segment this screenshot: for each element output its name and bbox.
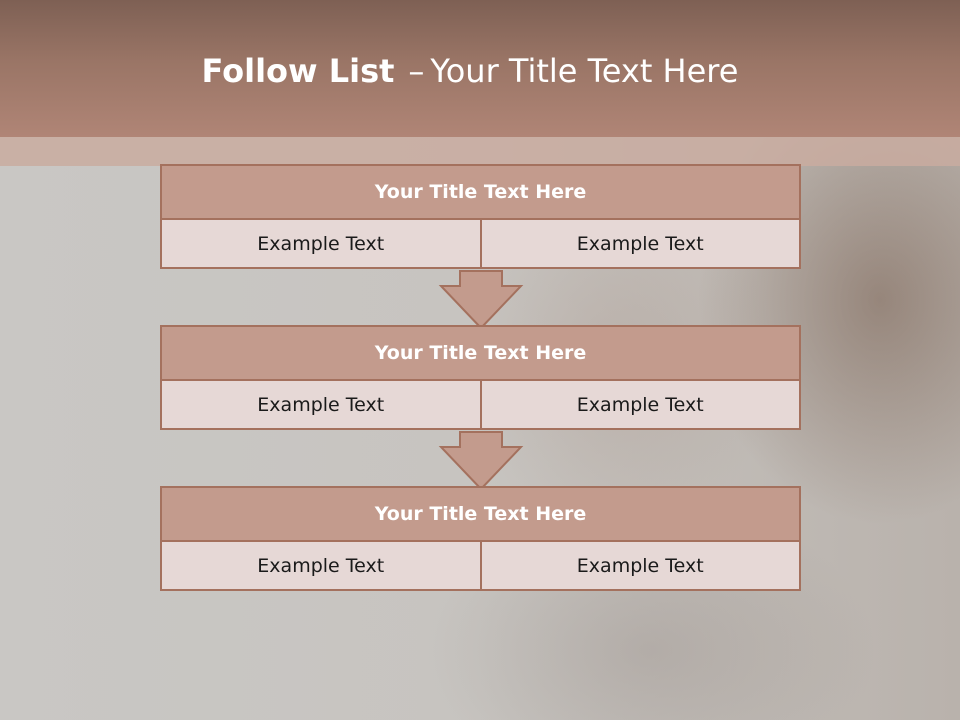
block-title: Your Title Text Here	[160, 325, 801, 381]
block-cell-left: Example Text	[162, 220, 480, 267]
down-arrow-1	[438, 270, 524, 330]
down-arrow-2	[438, 431, 524, 491]
block-cell-left: Example Text	[162, 542, 480, 589]
slide-title: Follow List–Your Title Text Here	[0, 52, 940, 90]
block-title: Your Title Text Here	[160, 164, 801, 220]
title-rest: Your Title Text Here	[430, 52, 739, 90]
block-cell-right: Example Text	[479, 542, 799, 589]
block-cell-left: Example Text	[162, 381, 480, 428]
title-dash: –	[408, 52, 425, 90]
block-title: Your Title Text Here	[160, 486, 801, 542]
block-cell-right: Example Text	[479, 381, 799, 428]
header-strip	[0, 137, 960, 166]
block-row: Example Text Example Text	[160, 381, 801, 430]
list-block-3: Your Title Text Here Example Text Exampl…	[160, 486, 801, 591]
block-cell-right: Example Text	[479, 220, 799, 267]
block-row: Example Text Example Text	[160, 220, 801, 269]
list-block-2: Your Title Text Here Example Text Exampl…	[160, 325, 801, 430]
header-bar	[0, 0, 960, 137]
title-bold: Follow List	[201, 52, 395, 90]
block-row: Example Text Example Text	[160, 542, 801, 591]
list-block-1: Your Title Text Here Example Text Exampl…	[160, 164, 801, 269]
